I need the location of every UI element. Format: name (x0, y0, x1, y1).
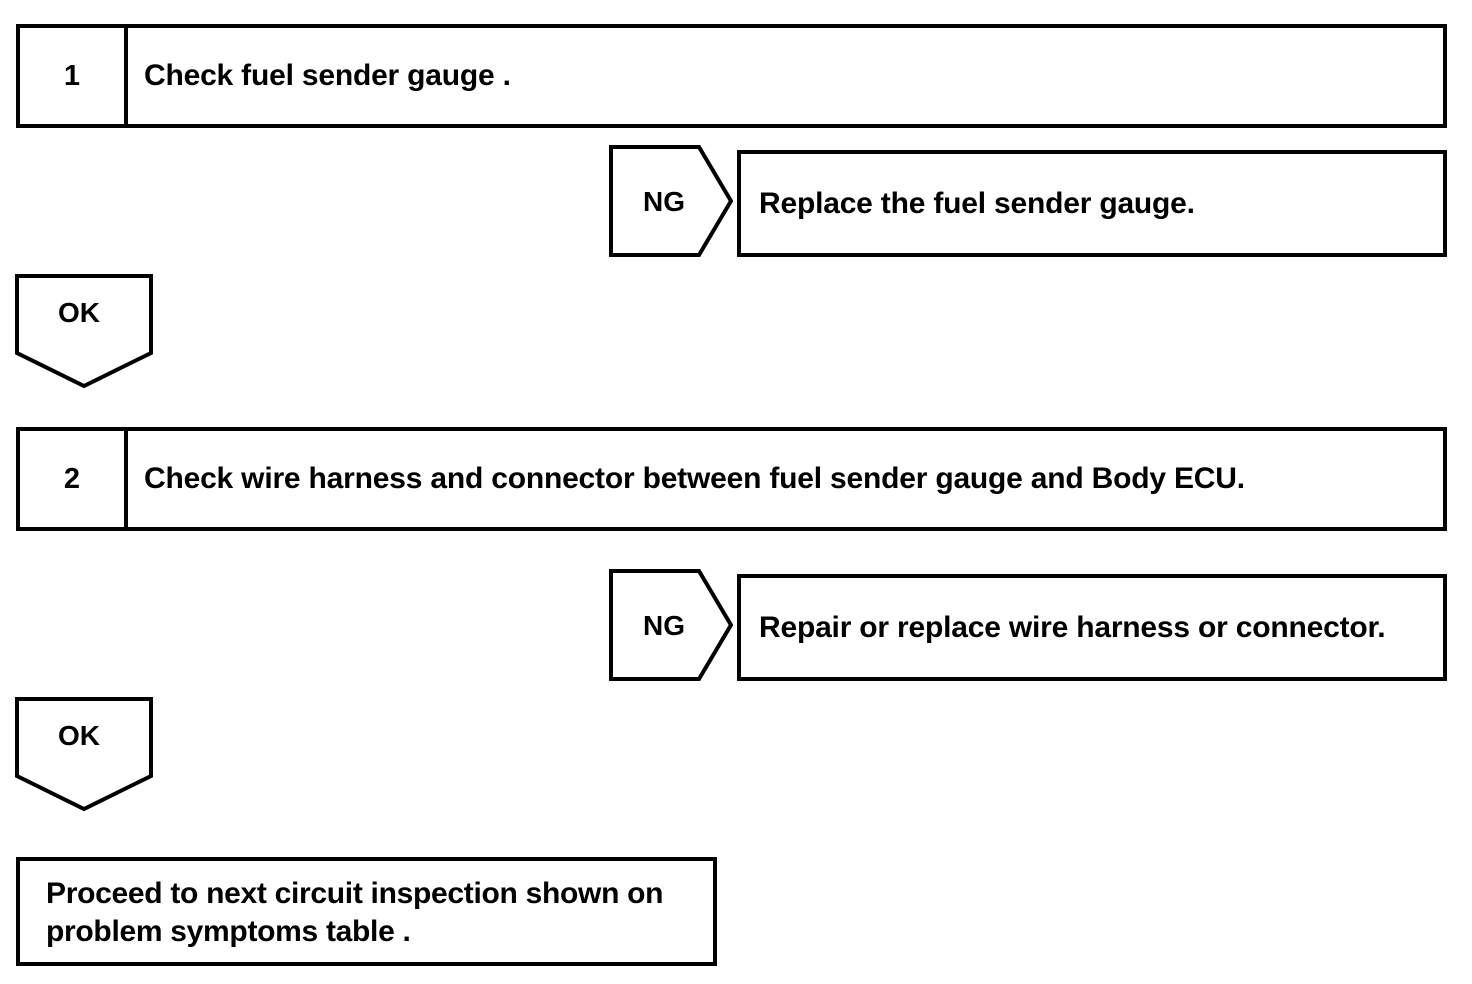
terminal-line-1: Proceed to next circuit inspection shown… (46, 877, 664, 910)
ok-connector-1 (14, 273, 154, 389)
step-text-2: Check wire harness and connector between… (144, 462, 1245, 495)
ng-arrow-1 (609, 145, 733, 257)
ng-arrow-2 (609, 569, 733, 681)
terminal-box: Proceed to next circuit inspection shown… (16, 857, 717, 966)
step-box-2: 2 Check wire harness and connector betwe… (16, 427, 1447, 531)
step-number-2: 2 (20, 431, 128, 527)
ng-result-box-1: Replace the fuel sender gauge. (737, 150, 1447, 257)
ng-result-box-2: Repair or replace wire harness or connec… (737, 574, 1447, 681)
terminal-line-2: problem symptoms table . (46, 915, 411, 948)
ok-connector-2 (14, 696, 154, 812)
step-number-1: 1 (20, 28, 128, 124)
step-text-1: Check fuel sender gauge . (144, 59, 511, 92)
step-box-1: 1 Check fuel sender gauge . (16, 24, 1447, 128)
